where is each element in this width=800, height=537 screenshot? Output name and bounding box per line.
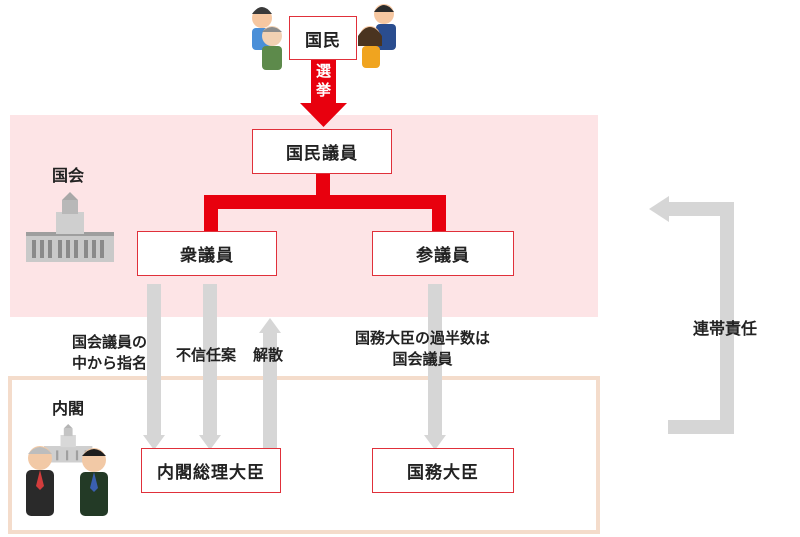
dissolution-arrow [263,332,277,452]
no-confidence-arrow [203,284,217,436]
no-confidence-arrow-head [199,435,221,450]
cabinet-building-icon [44,424,93,463]
connector-bar [204,195,446,209]
joint-responsibility-label: 連帯責任 [693,319,758,338]
election-text: 選挙 [315,62,331,99]
parliament-label: 国会 [52,166,85,185]
house-of-representatives-box: 衆議員 [137,231,277,276]
joint-bracket-top [668,202,734,216]
election-label: 選挙 [311,62,336,100]
ministers-box: 国務大臣 [372,448,514,493]
joint-bracket-side [720,202,734,434]
nomination-note-line1: 国会議員の [72,333,148,351]
dissolution-note: 解散 [253,346,284,364]
diet-members-box: 国民議員 [252,129,392,174]
majority-arrow-head [424,435,446,450]
majority-note: 国務大臣の過半数は 国会議員 [355,328,490,370]
citizens-left-icon [252,7,282,70]
citizens-box: 国民 [289,16,357,60]
dissolution-arrow-head [259,318,281,333]
majority-note-line2: 国会議員 [392,350,453,368]
nomination-note-line2: 中から指名 [72,354,148,372]
connector-right-leg [432,195,446,233]
election-arrow-head [300,103,347,127]
nomination-arrow [147,284,161,436]
diet-building-icon [26,192,114,262]
joint-bracket-bottom [668,420,734,434]
election-arrow-shaft [311,60,336,104]
connector-left-leg [204,195,218,233]
joint-bracket-head [649,196,669,222]
nomination-arrow-head [143,435,165,450]
no-confidence-note: 不信任案 [176,346,237,364]
prime-minister-box: 内閣総理大臣 [141,448,281,493]
citizens-right-icon [358,4,396,68]
house-of-councillors-box: 参議員 [372,231,514,276]
connector-stem [316,172,330,197]
cabinet-label: 内閣 [52,399,85,418]
majority-arrow [428,284,442,436]
ministers-icon [26,446,108,516]
majority-note-line1: 国務大臣の過半数は [355,329,491,347]
nomination-note: 国会議員の 中から指名 [72,332,147,374]
